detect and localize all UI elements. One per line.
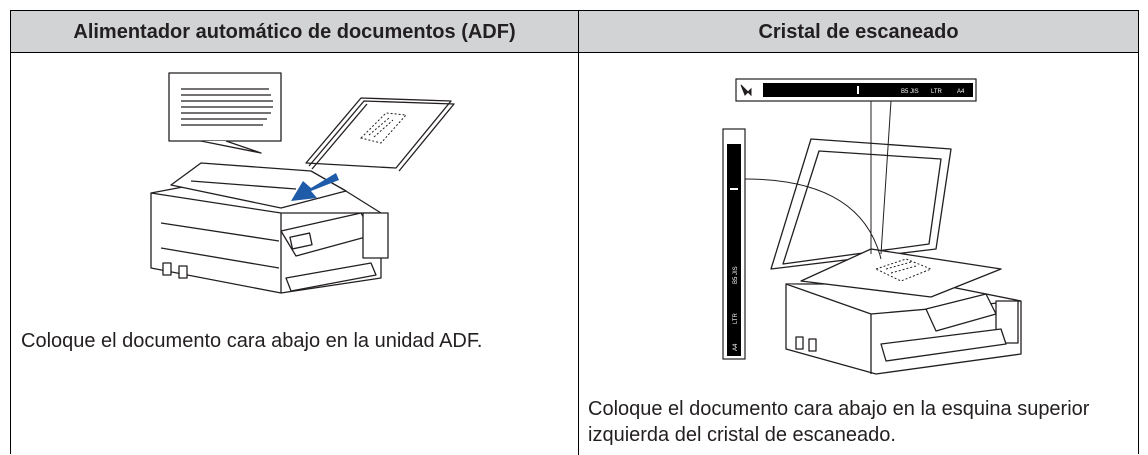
svg-text:B5 JIS: B5 JIS [901,89,919,95]
adf-printer-illustration [150,72,455,294]
header-adf: Alimentador automático de documentos (AD… [11,11,578,53]
corner-arrow-icon [740,84,752,97]
column-divider [578,11,579,455]
svg-text:B5 JIS: B5 JIS [733,266,739,284]
adf-caption: Coloque el documento cara abajo en la un… [21,330,483,352]
header-scanner-glass: Cristal de escaneado [579,11,1138,53]
insert-arrow-icon [291,173,339,201]
svg-text:A4: A4 [957,89,965,95]
svg-text:LTR: LTR [733,312,739,324]
instruction-table: Alimentador automático de documentos (AD… [10,10,1139,455]
svg-text:LTR: LTR [931,89,943,95]
svg-text:A4: A4 [733,343,739,351]
glass-caption: Coloque el documento cara abajo en la es… [588,398,1090,446]
glass-printer-illustration: B5 JIS LTR A4 B5 JIS LTR A4 [722,78,1022,375]
